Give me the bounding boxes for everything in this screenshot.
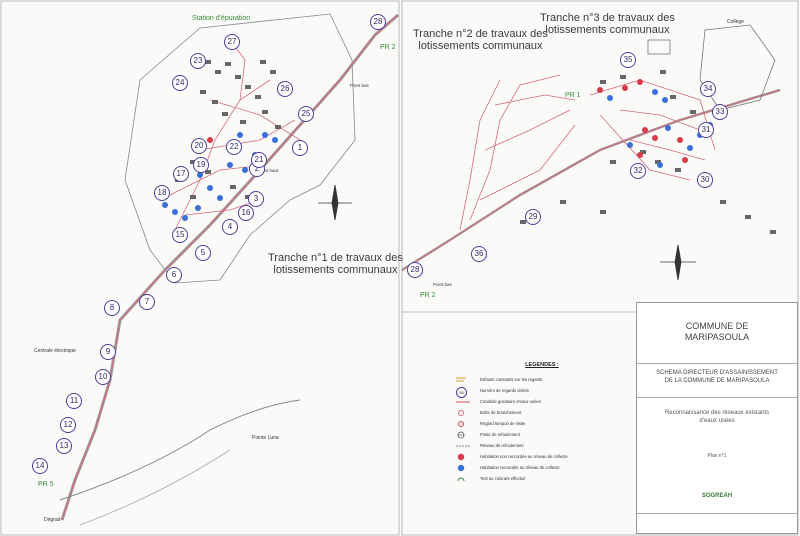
degrad-label: Dégrad <box>44 517 61 523</box>
college-buildings <box>647 24 776 111</box>
manhole-5[interactable]: 5 <box>195 245 211 261</box>
dashed-line-icon <box>456 442 470 450</box>
manhole-34[interactable]: 34 <box>700 81 716 97</box>
manhole-13[interactable]: 13 <box>56 438 72 454</box>
orange-text-icon <box>456 376 466 384</box>
pr2-label-right: PR 2 <box>420 292 436 299</box>
right-panel-frame <box>401 0 799 536</box>
numbered-circle-icon: 36 <box>456 387 467 398</box>
tranche1-boundary <box>124 13 356 284</box>
sewer-network-tranche2 <box>459 74 576 231</box>
river-bank-lower <box>79 449 231 526</box>
pink-circle-icon <box>456 409 466 417</box>
manhole-28-right[interactable]: 28 <box>407 262 423 278</box>
pr2-label-left: PR 2 <box>380 44 396 51</box>
manhole-24[interactable]: 24 <box>172 75 188 91</box>
manhole-26[interactable]: 26 <box>277 81 293 97</box>
divider-2 <box>637 397 797 398</box>
legend-title: LEGENDES : <box>525 362 559 368</box>
manhole-33[interactable]: 33 <box>712 104 728 120</box>
legend-item-branch-box: Boîte de branchement <box>452 409 632 418</box>
legend-item-dye-test: Test au colorant effectué <box>452 475 632 484</box>
manhole-12[interactable]: 12 <box>60 417 76 433</box>
manhole-23[interactable]: 23 <box>190 53 206 69</box>
manhole-1[interactable]: 1 <box>292 140 308 156</box>
sewer-main-right <box>401 89 781 271</box>
legend-item-gravity-pipe: Conduite gravitaire d'eaux usées <box>452 398 632 407</box>
title-block: COMMUNE DE MARIPASOULA SCHEMA DIRECTEUR … <box>636 302 798 534</box>
legend-item-not-connected: Habitation non raccordée au réseau de co… <box>452 453 632 462</box>
manhole-17[interactable]: 17 <box>173 166 189 182</box>
manhole-14[interactable]: 14 <box>32 458 48 474</box>
manhole-29[interactable]: 29 <box>525 209 541 225</box>
tranche3-label: Tranche n°3 de travaux des lotissements … <box>540 12 675 36</box>
pr1-label: PR 1 <box>565 92 581 99</box>
manhole-15[interactable]: 15 <box>172 227 188 243</box>
sewer-main-left <box>61 14 399 521</box>
legend-item-defects: Défauts constatés sur les regards <box>452 376 632 385</box>
centrale-label: Centrale électrique <box>34 348 76 354</box>
manhole-6[interactable]: 6 <box>166 267 182 283</box>
pump-station-icon <box>456 431 466 439</box>
pr5-label: PR 5 <box>38 481 54 488</box>
legend-item-manhole-number: 36 Numéro de regards visités <box>452 387 632 398</box>
divider-3 <box>637 513 797 514</box>
manhole-9[interactable]: 9 <box>100 344 116 360</box>
pink-line-icon <box>456 398 470 406</box>
manhole-19[interactable]: 19 <box>193 157 209 173</box>
company-logo: SOGREAH <box>701 493 733 499</box>
sewer-network-tranche1 <box>169 39 301 231</box>
manhole-22[interactable]: 22 <box>226 139 242 155</box>
divider-1 <box>637 363 797 364</box>
commune-title: COMMUNE DE MARIPASOULA <box>684 321 750 342</box>
legend-item-connected: Habitation raccordée au réseau de collec… <box>452 464 632 473</box>
station-label: Station d'épuration <box>192 15 251 22</box>
map-legend: LEGENDES : Défauts constatés sur les reg… <box>452 362 632 492</box>
legend-item-pump-station: Poste de refoulement <box>452 431 632 440</box>
manhole-25[interactable]: 25 <box>298 106 314 122</box>
manhole-35[interactable]: 35 <box>620 52 636 68</box>
manhole-20[interactable]: 20 <box>191 138 207 154</box>
river-bank <box>59 399 301 501</box>
legend-item-inspection-manhole: Regard tampon de visite <box>452 420 632 429</box>
blue-dot-icon <box>456 464 466 472</box>
north-arrow-left <box>318 184 352 221</box>
manhole-32[interactable]: 32 <box>630 163 646 179</box>
plan-number: Plan n°1 <box>707 453 727 459</box>
red-dot-icon <box>456 453 466 461</box>
left-panel-frame <box>0 0 400 536</box>
pointe-luna-label: Pointe Luna <box>252 435 279 441</box>
house-status-dots-tranche1 <box>162 132 278 221</box>
manhole-8[interactable]: 8 <box>104 300 120 316</box>
tranche1-label: Tranche n°1 de travaux des lotissements … <box>268 252 403 276</box>
manhole-4[interactable]: 4 <box>222 219 238 235</box>
north-arrow-right <box>660 244 696 281</box>
legend-item-force-main: Réseau de refoulement <box>452 442 632 451</box>
grey-circle-icon <box>456 420 466 428</box>
manhole-21[interactable]: 21 <box>251 152 267 168</box>
manhole-16[interactable]: 16 <box>238 205 254 221</box>
schema-title: SCHEMA DIRECTEUR D'ASSAINISSEMENT DE LA … <box>656 370 778 384</box>
manhole-28-left[interactable]: 28 <box>370 14 386 30</box>
manhole-27[interactable]: 27 <box>224 34 240 50</box>
manhole-11[interactable]: 11 <box>66 393 82 409</box>
tranche2-label: Tranche n°2 de travaux des lotissements … <box>413 28 548 52</box>
manhole-30[interactable]: 30 <box>697 172 713 188</box>
subject-title: Reconnaissance des réseaux existants d'e… <box>664 410 770 424</box>
point-haut-label: Point haut <box>258 168 279 173</box>
manhole-18[interactable]: 18 <box>154 185 170 201</box>
manhole-3[interactable]: 3 <box>248 191 264 207</box>
college-label: Collège <box>727 19 744 25</box>
manhole-7[interactable]: 7 <box>139 294 155 310</box>
house-status-dots-tranche3 <box>597 79 713 168</box>
point-bas-label-2: Point bas <box>433 282 452 287</box>
manhole-31[interactable]: 31 <box>698 122 714 138</box>
green-arc-icon <box>456 475 466 483</box>
houses-right <box>520 70 776 234</box>
manhole-10[interactable]: 10 <box>95 369 111 385</box>
point-bas-label-1: Point bas <box>350 83 369 88</box>
manhole-36[interactable]: 36 <box>471 246 487 262</box>
